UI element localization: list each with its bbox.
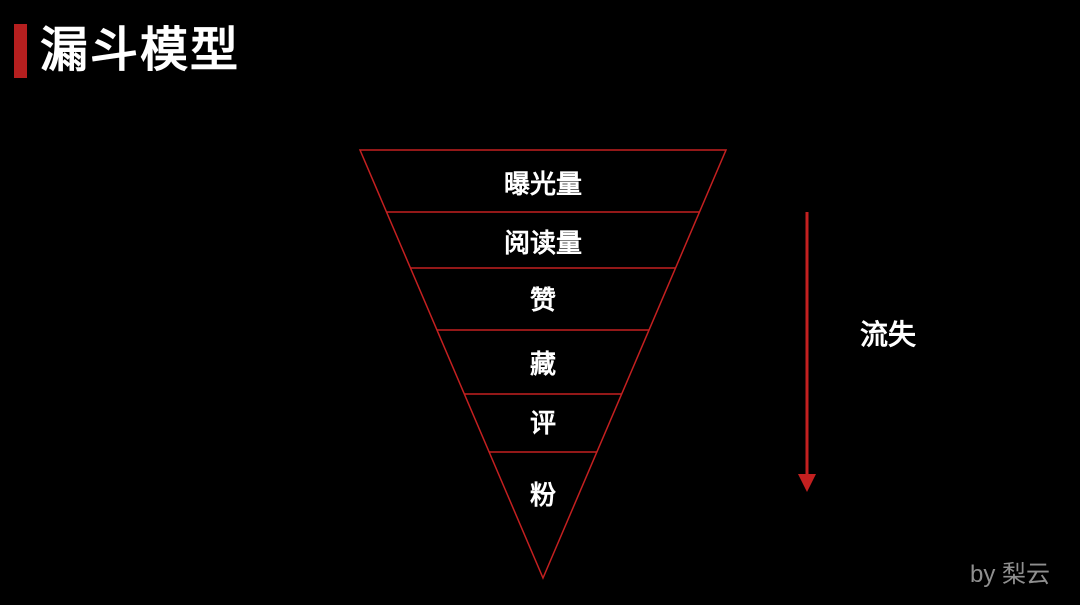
loss-arrow-head	[798, 474, 816, 492]
funnel-level-label-likes: 赞	[529, 285, 556, 315]
funnel-level-label-reads: 阅读量	[504, 228, 582, 258]
title-accent-bar	[14, 24, 27, 78]
funnel-level-label-exposure: 曝光量	[504, 169, 582, 199]
page-header: 漏斗模型	[14, 24, 240, 78]
funnel-level-label-saves: 藏	[530, 349, 556, 379]
funnel-level-label-fans: 粉	[530, 480, 556, 510]
loss-arrow-label: 流失	[860, 319, 917, 350]
page-title: 漏斗模型	[40, 24, 241, 77]
watermark: by 梨云	[969, 561, 1050, 588]
funnel-level-label-comments: 评	[530, 408, 556, 438]
funnel-outline	[358, 149, 728, 580]
